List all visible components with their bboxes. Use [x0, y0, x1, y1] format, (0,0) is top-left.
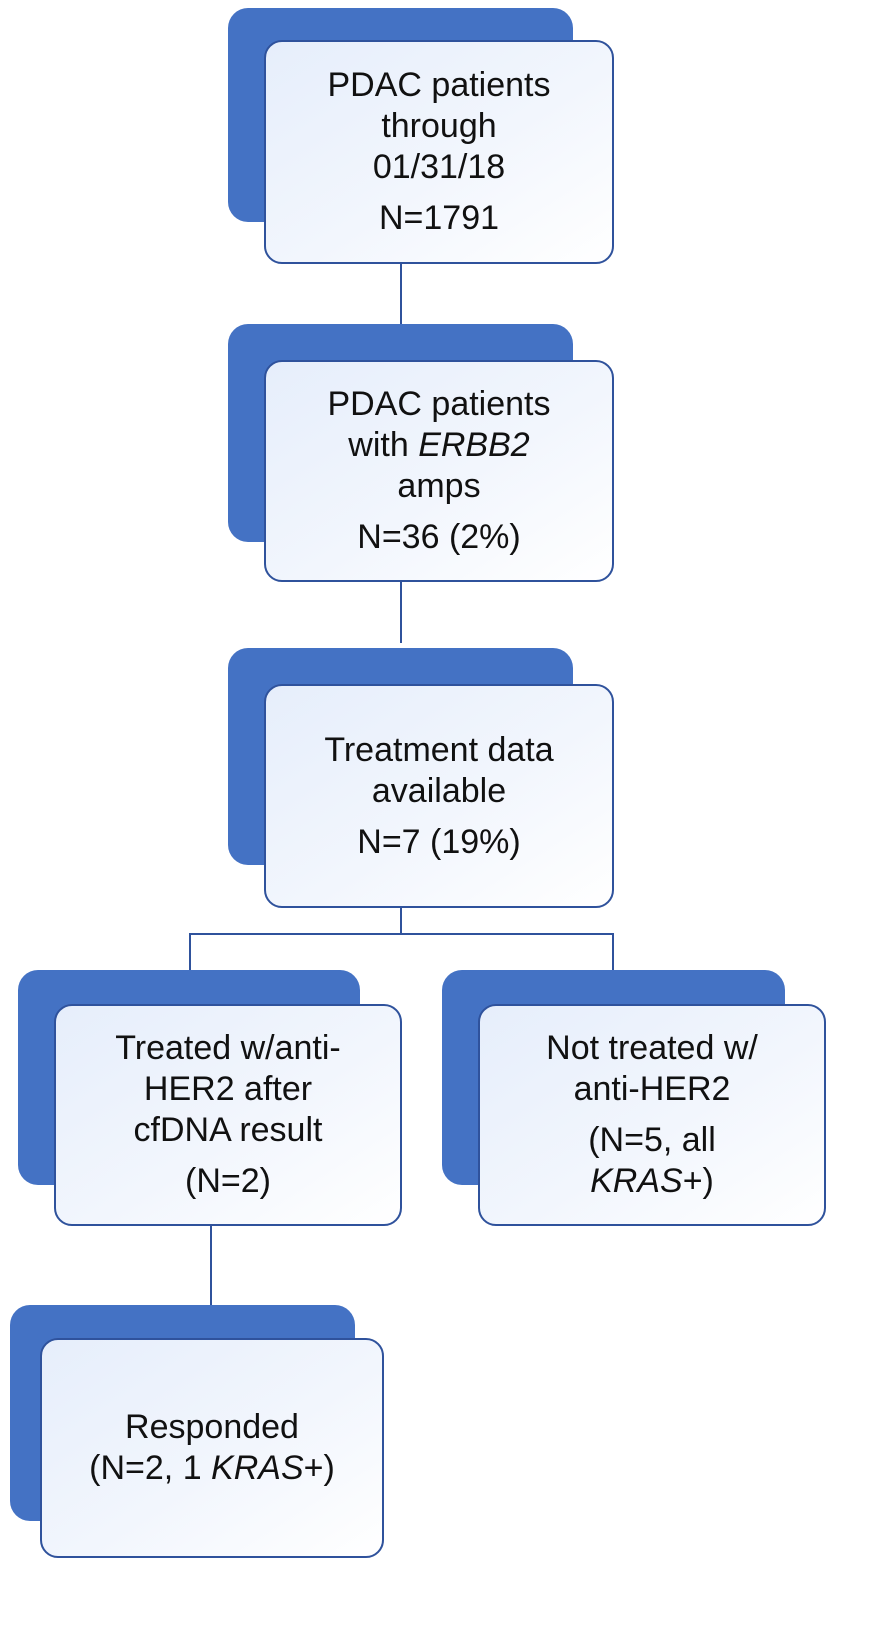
node-count: N=36 (2%) [357, 518, 521, 556]
node-text-fragment: +) [682, 1162, 714, 1200]
gene-name: KRAS [211, 1449, 304, 1487]
node-text-line: Not treated w/ [546, 1029, 758, 1067]
node-text-fragment: (N=2, 1 [89, 1449, 212, 1487]
node-erbb2: PDAC patients with ERBB2 amps N=36 (2%) [264, 360, 614, 582]
node-count: (N=2) [185, 1162, 271, 1200]
node-count-line: (N=2, 1 KRAS+) [89, 1448, 335, 1489]
node-count: N=1791 [378, 199, 500, 237]
node-text-fragment: +) [303, 1449, 335, 1487]
node-text-line: Treated w/anti- [115, 1029, 341, 1067]
connector-4-5 [210, 1226, 212, 1306]
node-text-line: anti-HER2 [573, 1070, 731, 1108]
node-text-line: with ERBB2 [348, 425, 529, 466]
node-text-line: amps [397, 467, 481, 505]
gene-name: KRAS [590, 1162, 683, 1200]
branch-horizontal [189, 933, 614, 935]
connector-1-2 [400, 262, 402, 324]
node-count: (N=5, all [588, 1121, 716, 1159]
node-all-patients: PDAC patients through 01/31/18 N=1791 [264, 40, 614, 264]
node-count-line: KRAS+) [590, 1161, 714, 1202]
gene-name: ERBB2 [418, 426, 530, 464]
node-text-line: through [381, 107, 497, 145]
node-text-line: Treatment data [324, 730, 554, 769]
connector-3-branch [400, 906, 402, 934]
node-text-line: PDAC patients [327, 385, 551, 423]
node-text-line: available [371, 771, 507, 810]
node-text-line: 01/31/18 [372, 148, 506, 186]
branch-left-drop [189, 933, 191, 971]
node-text-line: HER2 after [143, 1070, 313, 1108]
node-title: Responded [125, 1408, 299, 1446]
connector-2-3 [400, 580, 402, 643]
node-count: N=7 (19%) [357, 822, 521, 861]
node-not-treated: Not treated w/ anti-HER2 (N=5, all KRAS+… [478, 1004, 826, 1226]
node-treated: Treated w/anti- HER2 after cfDNA result … [54, 1004, 402, 1226]
node-text-line: cfDNA result [133, 1111, 323, 1149]
branch-right-drop [612, 933, 614, 971]
node-text-fragment: with [348, 426, 419, 464]
node-treatment: Treatment data available N=7 (19%) [264, 684, 614, 908]
node-responded: Responded (N=2, 1 KRAS+) [40, 1338, 384, 1558]
node-text-line: PDAC patients [327, 66, 551, 104]
